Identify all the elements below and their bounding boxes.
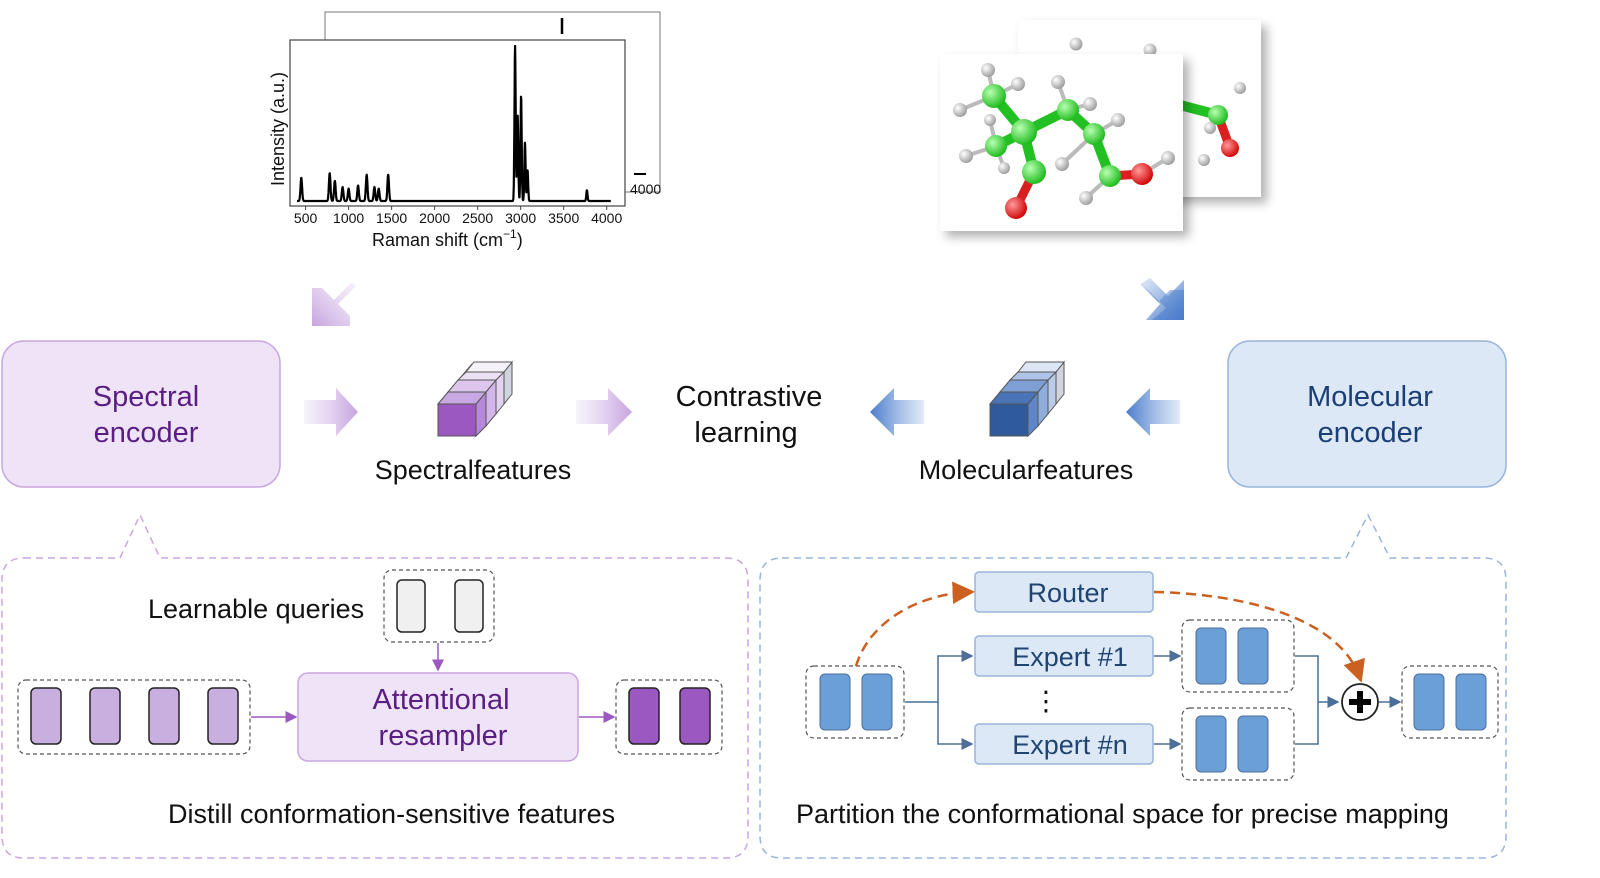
x-tick-label: 1500 — [376, 210, 407, 226]
molecular-encoder-detail-panel — [759, 513, 1507, 859]
spectrum-line — [296, 44, 612, 203]
molecular-features-cube — [988, 360, 1066, 438]
spectral-encoder-label-2: encoder — [94, 417, 199, 449]
contrastive-label-2: learning — [694, 417, 797, 449]
x-tick-label: 2500 — [462, 210, 493, 226]
expert-1-box — [974, 635, 1154, 677]
molecular-features-to-contrastive-arrow — [870, 388, 924, 436]
encoder-to-spectral-features-arrow — [304, 388, 358, 436]
molecular-features-label: Molecularfeatures — [919, 455, 1134, 485]
input-to-expert1-arrow — [905, 650, 974, 703]
expert-merge-bracket — [1295, 655, 1319, 745]
x-tick-label: 1000 — [333, 210, 364, 226]
contrastive-label-1: Contrastive — [676, 381, 823, 413]
back-spectrum-tick: 4000 — [630, 181, 661, 197]
input-to-router-arrow — [854, 581, 975, 667]
back-molecule — [1069, 37, 1246, 166]
molecule-ball-and-stick — [953, 63, 1175, 219]
encoder-to-molecular-features-arrow — [1126, 388, 1180, 436]
spectral-encoder-box — [1, 340, 281, 488]
weighted-sum-icon — [1341, 683, 1379, 721]
expert-n-output-token — [1237, 715, 1269, 773]
output-token — [628, 687, 660, 745]
expert-1-output-token — [1195, 627, 1227, 685]
x-tick-label: 3500 — [548, 210, 579, 226]
x-axis-label: Raman shift (cm−1) — [372, 227, 523, 250]
x-tick-label: 3000 — [505, 210, 536, 226]
molecular-encoder-box — [1227, 340, 1507, 488]
x-tick-label: 4000 — [591, 210, 622, 226]
query-token — [396, 579, 426, 633]
molecular-encoder-label-1: Molecular — [1307, 381, 1433, 413]
spectrum-down-arrow — [312, 282, 356, 326]
expert-n-box — [974, 723, 1154, 765]
spectrum-frame — [289, 39, 626, 207]
expert-1-label: Expert #1 — [1012, 642, 1128, 672]
input-token — [89, 687, 121, 745]
learnable-queries-group — [383, 569, 495, 643]
router-label: Router — [1027, 578, 1108, 608]
expert-n-output-group — [1181, 707, 1295, 781]
moe-output-token — [1455, 673, 1487, 731]
router-box — [974, 571, 1154, 613]
learnable-queries-label: Learnable queries — [148, 594, 364, 624]
spectrum-figure: 4000 500 1000 1500 2000 2500 3000 3500 4000 Ram… — [268, 11, 661, 250]
moe-input-token — [819, 673, 851, 731]
attentional-resampler-box — [297, 672, 579, 762]
input-token — [30, 687, 62, 745]
moe-output-group — [1401, 665, 1499, 739]
spectral-encoder-label-1: Spectral — [93, 381, 199, 413]
input-tokens-group — [17, 679, 251, 755]
expert-n-output-token — [1195, 715, 1227, 773]
y-axis-label: Intensity (a.u.) — [268, 72, 288, 186]
expert-1-output-token — [1237, 627, 1269, 685]
output-token — [679, 687, 711, 745]
moe-input-token — [861, 673, 893, 731]
molecular-encoder-label-2: encoder — [1318, 417, 1423, 449]
experts-ellipsis: ⋮ — [1033, 686, 1060, 716]
router-to-combine-arrow — [1153, 590, 1365, 683]
moe-input-group — [805, 665, 905, 739]
expert-n-label: Expert #n — [1012, 730, 1128, 760]
x-axis-ticks: 500 1000 1500 2000 2500 3000 3500 4000 — [294, 206, 622, 226]
molecule-figure — [940, 20, 1261, 231]
spectral-encoder-detail-panel — [1, 513, 749, 859]
resampler-label-2: resampler — [379, 720, 508, 752]
spectral-features-to-contrastive-arrow — [576, 388, 632, 436]
expert-1-output-group — [1181, 619, 1295, 693]
x-tick-label: 500 — [294, 210, 318, 226]
input-to-expertn-arrow — [937, 702, 974, 750]
left-panel-caption: Distill conformation-sensitive features — [168, 799, 615, 829]
spectral-features-label: Spectralfeatures — [375, 455, 572, 485]
molecule-down-arrow-head — [1140, 278, 1184, 320]
moe-output-token — [1413, 673, 1445, 731]
resampler-label-1: Attentional — [372, 684, 509, 716]
x-tick-label: 2000 — [419, 210, 450, 226]
input-token — [207, 687, 239, 745]
spectral-features-cube-faces — [436, 361, 514, 405]
query-token — [454, 579, 484, 633]
right-panel-caption: Partition the conformational space for p… — [796, 799, 1449, 829]
output-tokens-group — [615, 679, 723, 755]
input-token — [148, 687, 180, 745]
